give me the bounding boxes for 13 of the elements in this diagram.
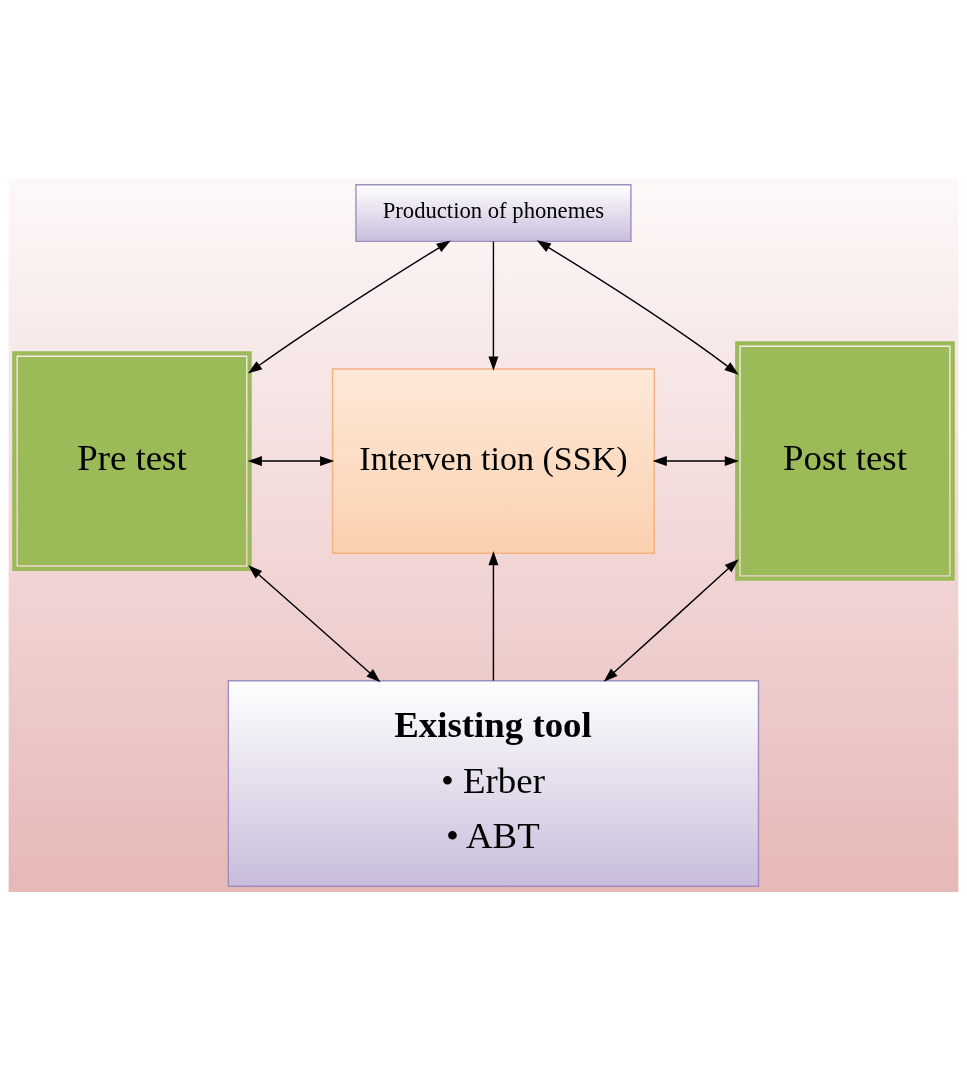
node-box: Post test — [735, 340, 955, 581]
arrow — [536, 239, 739, 375]
arrow — [248, 564, 381, 682]
arrow — [488, 240, 499, 371]
arrow — [603, 558, 739, 682]
arrow — [652, 455, 739, 466]
node-box: Existing tool • Erber • ABT — [227, 679, 760, 887]
node-box: Interven tion (SSK) — [331, 367, 655, 554]
arrow — [247, 239, 451, 373]
arrow — [247, 455, 335, 466]
node-box: Production of phonemes — [355, 183, 632, 242]
arrow — [488, 550, 499, 681]
node-box: Pre test — [12, 350, 252, 571]
